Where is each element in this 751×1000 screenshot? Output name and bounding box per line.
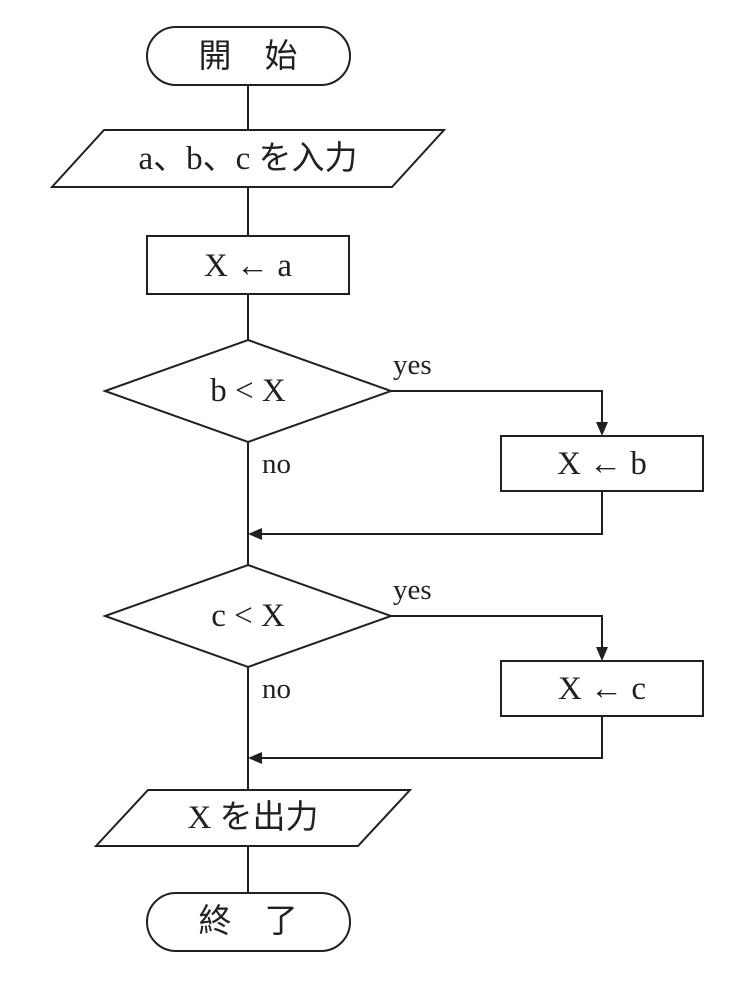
decision-c-no-label: no [262,673,291,705]
decision-b-no-label: no [262,448,291,480]
arrowhead-into-assign-b [596,422,608,436]
end-label: 終 了 [199,903,298,940]
input-shape [49,129,447,188]
decision-c-shape [102,563,394,669]
connector-assign-b-return [260,491,603,535]
start-terminal: 開 始 [146,26,351,86]
assign-c-shape [500,660,704,717]
assign-c-node: X ← c [500,660,704,717]
end-terminal-shape [146,892,351,952]
arrowheads [248,422,608,764]
assign-b-shape [500,435,704,492]
output-shape [93,789,413,847]
assign-a-shape [146,235,350,295]
assign-a-label: X ← a [204,248,292,284]
output-node: X を出力 [93,789,413,847]
assign-b-label: X ← b [557,446,647,482]
assign-a-node: X ← a [146,235,350,295]
decision-c-yes-label: yes [393,574,432,606]
end-terminal: 終 了 [146,892,351,952]
start-terminal-shape [146,26,351,86]
assign-b-node: X ← b [500,435,704,492]
connector-lines [247,85,603,893]
input-node: a、b、c を入力 [49,129,447,188]
connector-decision-c-yes [391,615,603,653]
decision-b-label: b < X [210,373,286,409]
connector-assign-c-return [260,716,603,759]
decision-c-label: c < X [211,598,285,634]
decision-c-node: c < X yes no [102,563,432,705]
decision-b-node: b < X yes no [102,338,432,480]
input-label: a、b、c を入力 [138,140,357,177]
decision-b-yes-label: yes [393,349,432,381]
decision-b-shape [102,338,394,444]
arrowhead-merge-b [248,528,262,540]
assign-c-label: X ← c [558,671,646,707]
output-label: X を出力 [187,799,318,836]
start-label: 開 始 [199,38,298,75]
arrowhead-into-assign-c [596,647,608,661]
connector-decision-b-yes [391,390,603,428]
arrowhead-merge-c [248,752,262,764]
